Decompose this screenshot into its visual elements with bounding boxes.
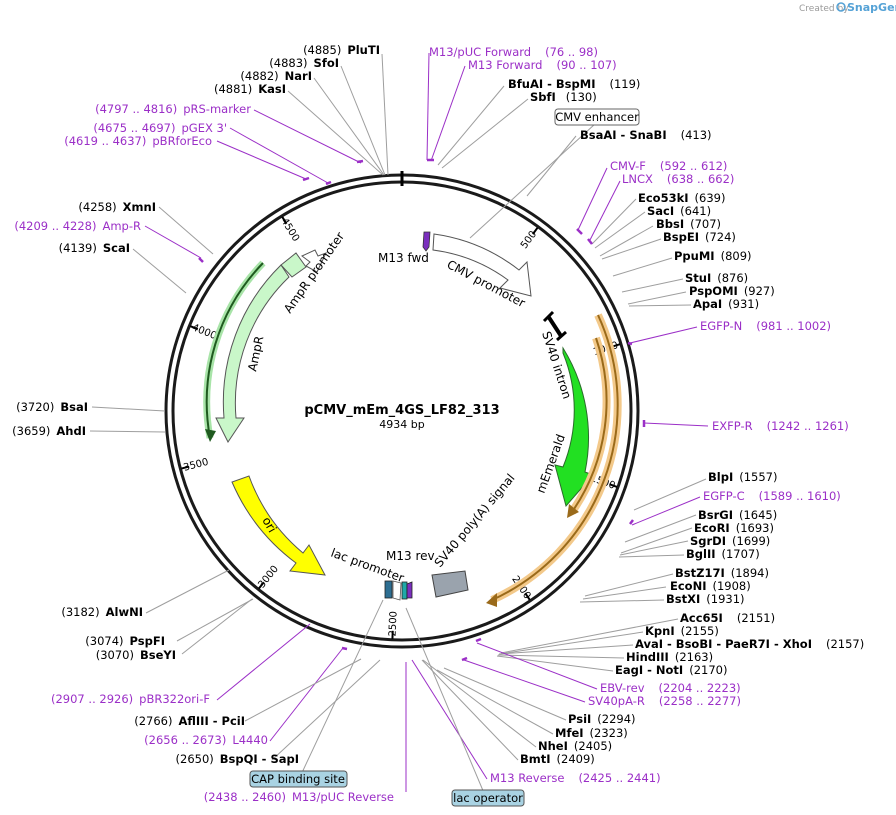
scale-tick-label: 3000 <box>256 564 281 591</box>
cmv-enhancer-box[interactable]: CMV enhancer <box>554 108 640 126</box>
lac-operator-label: lac operator <box>453 791 523 805</box>
site-label[interactable]: BstZ17I(1894) <box>675 566 769 580</box>
primer-label[interactable]: (2907 .. 2926)pBR322ori-F <box>51 692 210 706</box>
credit-brand: SnapGene <box>847 1 896 14</box>
site-label[interactable]: BbsI(707) <box>656 217 721 231</box>
feature-cmv-promoter[interactable] <box>432 233 532 297</box>
feature-lac-region[interactable] <box>384 580 413 601</box>
scale-tick-label: 4500 <box>278 216 301 243</box>
leaders <box>89 52 709 794</box>
site-label[interactable]: BfuAI - BspMI(119) <box>508 77 640 91</box>
primer-label[interactable]: CMV-F(592 .. 612) <box>610 159 727 173</box>
site-label[interactable]: StuI(876) <box>685 271 748 285</box>
primer-label[interactable]: (2656 .. 2673)L4440 <box>144 733 268 747</box>
scale-tick <box>190 325 199 331</box>
scale-tick-label: 3500 <box>182 457 209 474</box>
site-label[interactable]: PpuMI(809) <box>674 249 752 263</box>
feature-m13-fwd[interactable] <box>422 231 431 252</box>
site-label[interactable]: NheI(2405) <box>538 739 612 753</box>
feature-orf-arrows <box>203 260 622 607</box>
primer-marks <box>198 158 646 662</box>
site-label[interactable]: BsrGI(1645) <box>698 508 777 522</box>
feature-sv40-intron[interactable] <box>542 310 567 342</box>
site-label[interactable]: (3070)BseYI <box>96 648 176 662</box>
scale-tick <box>258 581 265 590</box>
site-label[interactable]: PsiI(2294) <box>568 712 636 726</box>
site-label[interactable]: EcoNI(1908) <box>670 579 751 593</box>
primer-label[interactable]: (4619 .. 4637)pBRforEco <box>64 134 212 148</box>
site-label[interactable]: (4883)SfoI <box>269 56 339 70</box>
site-label[interactable]: (2766)AflIII - PciI <box>134 714 245 728</box>
site-label[interactable]: BmtI(2409) <box>520 752 595 766</box>
site-label[interactable]: PspOMI(927) <box>689 284 775 298</box>
label-ampr: AmpR <box>245 335 266 373</box>
scale-tick <box>532 227 539 235</box>
primer-label[interactable]: (4209 .. 4228)Amp-R <box>14 219 141 233</box>
plasmid-name: pCMV_mEm_4GS_LF82_313 <box>304 403 499 418</box>
label-m13-fwd: M13 fwd <box>378 251 429 265</box>
cap-binding-site-label: CAP binding site <box>251 772 345 786</box>
scale-tick <box>524 592 531 601</box>
cmv-enhancer-label: CMV enhancer <box>555 110 639 124</box>
primer-label[interactable]: M13 Forward(90 .. 107) <box>468 58 617 72</box>
site-label[interactable]: Acc65I(2151) <box>680 611 775 625</box>
scale-tick <box>181 465 190 470</box>
feature-ampr-promoter[interactable] <box>280 249 327 278</box>
site-label[interactable]: KpnI(2155) <box>645 624 719 638</box>
primer-label[interactable]: M13 Reverse(2425 .. 2441) <box>490 771 661 785</box>
site-label[interactable]: HindIII(2163) <box>626 650 713 664</box>
site-label[interactable]: BspEI(724) <box>663 230 736 244</box>
plasmid-size: 4934 bp <box>379 418 424 431</box>
feature-sv40-polya[interactable] <box>431 570 469 598</box>
label-sv40-polya: SV40 poly(A) signal <box>432 471 518 570</box>
scale-tick-label: 2500 <box>388 611 400 637</box>
primer-label[interactable]: (4675 .. 4697)pGEX 3' <box>93 121 227 135</box>
credit-prefix: Created by <box>799 4 849 14</box>
scale-tick <box>609 483 618 488</box>
primer-label[interactable]: (4797 .. 4816)pRS-marker <box>95 102 251 116</box>
snapgene-logo-icon <box>836 2 846 12</box>
feature-ori[interactable] <box>231 475 326 576</box>
site-label[interactable]: (3074)PspFI <box>85 634 165 648</box>
feature-ampr[interactable] <box>215 264 290 443</box>
site-label[interactable]: SgrDI(1699) <box>690 534 770 548</box>
site-label[interactable]: (2650)BspQI - SapI <box>176 752 299 766</box>
feature-memerald[interactable] <box>554 346 594 508</box>
scale-tick-label: 500 <box>519 229 539 251</box>
site-label[interactable]: (4885)PluTI <box>303 43 380 57</box>
site-label[interactable]: MfeI(2323) <box>555 726 628 740</box>
primer-label[interactable]: EGFP-N(981 .. 1002) <box>700 319 831 333</box>
site-label[interactable]: Eco53kI(639) <box>638 191 725 205</box>
site-label[interactable]: (4882)NarI <box>240 69 312 83</box>
site-label[interactable]: EcoRI(1693) <box>694 521 774 535</box>
site-label[interactable]: (3720)BsaI <box>16 400 88 414</box>
primer-label[interactable]: EBV-rev(2204 .. 2223) <box>600 681 741 695</box>
scale-tick <box>281 216 288 225</box>
primer-label[interactable]: EXFP-R(1242 .. 1261) <box>712 419 849 433</box>
site-label[interactable]: (3182)AlwNI <box>61 605 143 619</box>
site-label[interactable]: AvaI - BsoBI - PaeR7I - XhoI(2157) <box>635 637 864 651</box>
cap-binding-site-box[interactable]: CAP binding site <box>249 770 348 788</box>
site-label[interactable]: BstXI(1931) <box>666 592 745 606</box>
lac-operator-box[interactable]: lac operator <box>451 789 525 807</box>
site-label[interactable]: (3659)AhdI <box>12 424 86 438</box>
site-label[interactable]: EagI - NotI(2170) <box>615 663 727 677</box>
site-label[interactable]: ApaI(931) <box>693 297 759 311</box>
site-label[interactable]: BglII(1707) <box>686 547 760 561</box>
primer-label[interactable]: M13/pUC Forward(76 .. 98) <box>429 45 598 59</box>
label-m13-rev: M13 rev <box>386 549 435 563</box>
primer-label[interactable]: (2438 .. 2460)M13/pUC Reverse <box>204 790 394 804</box>
site-label[interactable]: BlpI(1557) <box>708 470 777 484</box>
primer-label[interactable]: SV40pA-R(2258 .. 2277) <box>588 694 741 708</box>
site-label[interactable]: SbfI(130) <box>530 90 597 104</box>
label-ori: ori <box>259 515 279 536</box>
primer-label[interactable]: EGFP-C(1589 .. 1610) <box>703 489 841 503</box>
site-label[interactable]: BsaAI - SnaBI(413) <box>580 128 712 142</box>
primer-label[interactable]: LNCX(638 .. 662) <box>622 172 734 186</box>
site-label[interactable]: (4258)XmnI <box>78 200 156 214</box>
site-label[interactable]: (4881)KasI <box>214 82 286 96</box>
site-label[interactable]: (4139)ScaI <box>59 241 130 255</box>
site-label[interactable]: SacI(641) <box>647 204 711 218</box>
